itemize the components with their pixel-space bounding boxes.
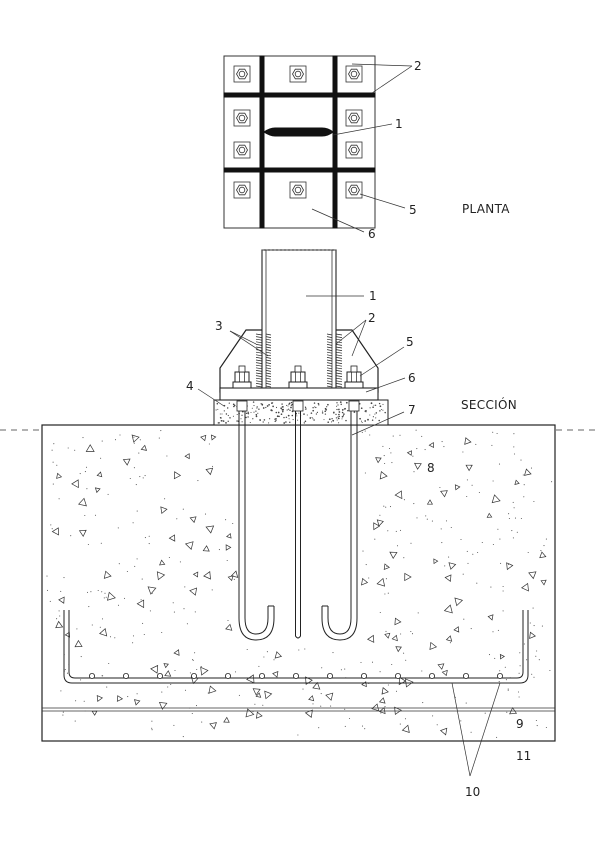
anchor-bolt [288, 365, 308, 639]
aggregate-pattern [46, 429, 553, 738]
plan-callout-6: 6 [368, 227, 376, 241]
leader-7 [351, 411, 405, 436]
plan-bolt-icon [345, 141, 363, 159]
plan-callout-2: 2 [414, 59, 422, 73]
plan-callout-1: 1 [395, 117, 403, 131]
plan-bolt-icon [289, 181, 307, 199]
callout-2: 2 [368, 311, 376, 325]
rebar-section [156, 673, 163, 680]
rebar-section [258, 673, 265, 680]
leader-6 [365, 377, 406, 393]
section-callouts: 1 2 3 5 6 4 SECCIÓN 7 8 9 10 11 [186, 289, 531, 799]
plan-title: PLANTA [462, 202, 510, 216]
rebar-section [89, 673, 96, 680]
leader-4 [197, 388, 225, 407]
callout-3: 3 [215, 319, 223, 333]
plan-bolt-icon [233, 141, 251, 159]
callout-5: 5 [406, 335, 414, 349]
rebar-section [496, 673, 503, 680]
anchor-bolts [232, 365, 364, 641]
plan-bolt-icon [345, 65, 363, 83]
rebar-section [360, 673, 367, 680]
plan-view [223, 55, 376, 229]
callout-4: 4 [186, 379, 194, 393]
callout-8: 8 [427, 461, 435, 475]
anchor-bolt [232, 365, 275, 641]
leader-2b [351, 319, 367, 357]
section-title: SECCIÓN [461, 397, 517, 412]
plan-bolt-icon [345, 181, 363, 199]
plan-callout-5: 5 [409, 203, 417, 217]
anchor-bolt [321, 365, 364, 641]
plan-bolts [233, 65, 363, 199]
leader-3a [229, 330, 257, 345]
plan-bolt-icon [345, 109, 363, 127]
callout-1: 1 [369, 289, 377, 303]
callout-9: 9 [516, 717, 524, 731]
leader-3b [229, 330, 269, 357]
plan-leader-5 [359, 193, 406, 209]
plan-leader-2b [371, 65, 413, 94]
plan-column-web [263, 127, 334, 137]
concrete-footing [41, 424, 556, 742]
plan-bolt-icon [233, 181, 251, 199]
leader-10a [451, 682, 471, 777]
section-view [0, 249, 599, 742]
rebar-section [428, 673, 435, 680]
rebar-section [326, 673, 333, 680]
plan-leader-6 [311, 208, 365, 233]
plan-bolt-icon [233, 65, 251, 83]
rebar-section [224, 673, 231, 680]
leader-2a [335, 319, 367, 345]
plan-bolt-icon [289, 65, 307, 83]
callout-6: 6 [408, 371, 416, 385]
rebar-section [394, 673, 401, 680]
leader-10b [469, 682, 501, 777]
transverse-rebar [89, 673, 503, 680]
plan-leader-1 [332, 123, 393, 136]
callout-10: 10 [465, 785, 480, 799]
rebar-section [462, 673, 469, 680]
plan-leader-2a [351, 63, 413, 67]
rebar-section [190, 673, 197, 680]
callout-7: 7 [408, 403, 416, 417]
plan-callouts: 2 1 5 6 PLANTA [311, 59, 510, 241]
plan-bolt-icon [233, 109, 251, 127]
rebar-section [292, 673, 299, 680]
base-plate [219, 387, 379, 401]
leader-5 [359, 346, 405, 377]
bottom-rebar-outer [63, 610, 529, 684]
callout-11: 11 [516, 749, 531, 763]
rebar-section [123, 673, 130, 680]
